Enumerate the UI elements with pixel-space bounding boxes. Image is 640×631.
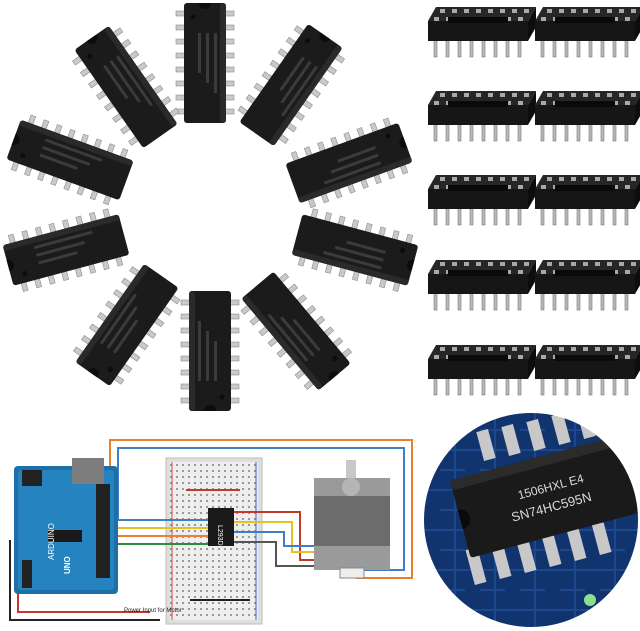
ic-chip	[234, 265, 358, 397]
ic-socket	[427, 174, 537, 226]
board-label: ARDUINO	[47, 523, 56, 560]
ic-chip-ring	[0, 2, 421, 412]
ic-socket-grid	[427, 6, 640, 396]
ic-chip	[3, 111, 137, 209]
ic-chip	[68, 258, 186, 392]
ic-chip	[289, 205, 421, 295]
ic-socket	[534, 259, 640, 311]
ic-socket	[534, 174, 640, 226]
breadboard: L293D	[165, 457, 263, 625]
ic-chip	[175, 2, 235, 124]
ic-socket	[427, 344, 537, 396]
wiring-diagram: ARDUINO UNO L293D	[9, 439, 413, 625]
power-input-caption: Power Input for Motor	[124, 608, 182, 614]
ic-label: L293D	[216, 525, 223, 546]
ic-socket	[534, 90, 640, 142]
ic-chip	[67, 20, 185, 154]
ic-socket	[427, 259, 537, 311]
ic-chip	[180, 290, 240, 412]
ic-chip	[0, 205, 132, 295]
stepper-motor	[314, 460, 390, 579]
ic-socket	[534, 6, 640, 58]
ic-socket	[427, 6, 537, 58]
ic-socket	[534, 344, 640, 396]
ic-chip	[232, 18, 350, 152]
arduino-board: ARDUINO UNO	[14, 458, 118, 594]
board-model-label: UNO	[63, 556, 72, 574]
ic-socket	[427, 90, 537, 142]
ic-chip	[282, 114, 416, 212]
closeup-photo: 1506HXL E4 SN74HC595N	[422, 411, 640, 629]
